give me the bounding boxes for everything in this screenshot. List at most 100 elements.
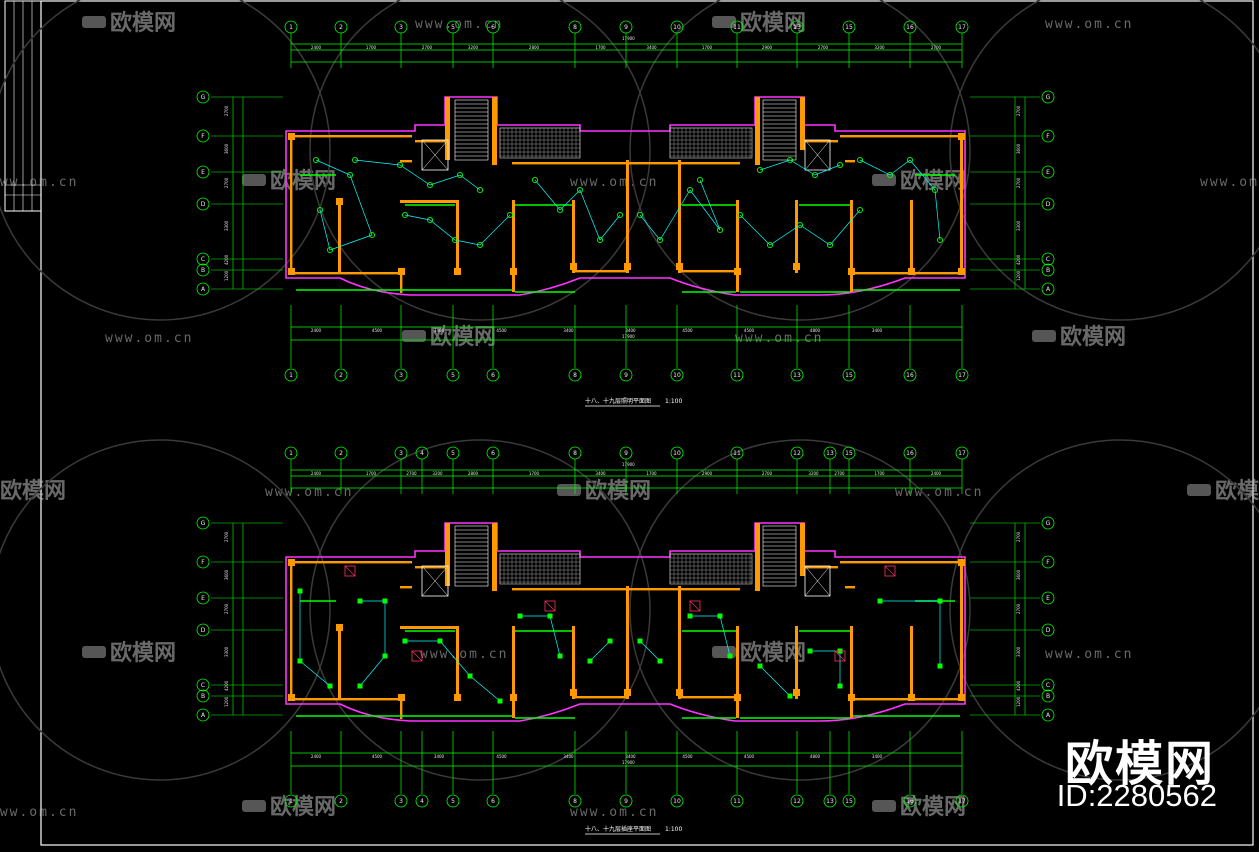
watermark-logo-icon <box>872 174 896 186</box>
structural-column <box>848 268 855 275</box>
axis-bubble-bottom <box>334 368 348 382</box>
axis-bubble-bottom <box>568 368 582 382</box>
watermark-url: www.om.cn <box>105 331 193 346</box>
wall-segment <box>400 698 403 719</box>
side-dimension-value: 3600 <box>1016 143 1021 154</box>
wall-segment <box>678 160 681 273</box>
lower-plan-title: 十八、十九层插座平面图 <box>585 825 651 833</box>
axis-bubble-top <box>568 446 582 460</box>
wall-segment <box>910 200 913 274</box>
axis-label-bottom: 8 <box>573 798 577 805</box>
structural-column <box>288 133 295 140</box>
watermark-logo-icon <box>872 800 896 812</box>
top-dimension-value: 3200 <box>468 45 479 50</box>
row-bubble-right <box>1041 165 1055 179</box>
socket-circuit <box>359 600 386 687</box>
top-dimension-value: 1700 <box>646 471 657 476</box>
axis-label-bottom: 15 <box>845 372 853 379</box>
wall-segment <box>795 626 798 699</box>
side-dimension-value: 2700 <box>1016 603 1021 614</box>
axis-label-bottom: 3 <box>399 372 403 379</box>
watermark-url: www.om.cn <box>0 805 78 820</box>
axis-bubble-bottom <box>842 368 856 382</box>
lighting-circuit <box>534 179 621 241</box>
wall-segment <box>755 523 760 591</box>
bottom-dimension-value: 4800 <box>810 328 821 333</box>
axis-bubble-bottom <box>486 794 500 808</box>
light-fixture-icon <box>686 186 694 194</box>
row-bubble-left <box>196 282 210 296</box>
socket-outlet-icon <box>382 653 388 659</box>
lighting-circuit <box>639 179 721 241</box>
axis-label-bottom: 8 <box>573 372 577 379</box>
axis-bubble-bottom <box>619 794 633 808</box>
stair-core <box>454 525 489 587</box>
row-bubble-left <box>196 90 210 104</box>
light-fixture-icon <box>616 211 624 219</box>
axis-bubble-top <box>670 20 684 34</box>
axis-bubble-bottom <box>730 368 744 382</box>
row-axis-label: E <box>1046 169 1050 176</box>
structural-column <box>958 694 965 701</box>
axis-label-bottom: 6 <box>491 372 495 379</box>
wall-segment <box>492 97 497 165</box>
side-dimension-value: 3300 <box>224 646 229 657</box>
watermark-brand: 欧模网 <box>1215 478 1259 504</box>
wall-segment <box>850 200 853 292</box>
distribution-box-cross <box>344 565 356 577</box>
socket-outlet-icon <box>547 613 553 619</box>
top-dimension-value: 2700 <box>422 45 433 50</box>
axis-bubble-bottom <box>670 794 684 808</box>
row-bubble-right <box>1041 689 1055 703</box>
axis-bubble-bottom <box>446 794 460 808</box>
wall-segment <box>755 97 760 165</box>
row-axis-label: D <box>1046 627 1051 634</box>
row-bubble-left <box>196 165 210 179</box>
light-fixture-icon <box>906 156 914 164</box>
axis-bubble-bottom <box>415 794 429 808</box>
side-dimension-value: 1200 <box>1016 696 1021 707</box>
axis-label-bottom: 9 <box>624 372 628 379</box>
light-fixture-icon <box>656 236 664 244</box>
side-dimension-value: 2700 <box>224 177 229 188</box>
bottom-dimension-value: 4500 <box>372 328 383 333</box>
structural-column <box>288 559 295 566</box>
row-axis-label: E <box>201 595 205 602</box>
top-dimension-value: 1700 <box>702 45 713 50</box>
distribution-box-cross <box>834 650 846 662</box>
wall-segment <box>736 626 739 718</box>
top-dimension-value: 2900 <box>702 471 713 476</box>
light-fixture-icon <box>936 236 944 244</box>
axis-label-top: 6 <box>491 450 495 457</box>
axis-label-top: 3 <box>399 450 403 457</box>
wall-segment <box>626 586 629 699</box>
axis-label-bottom: 16 <box>906 372 914 379</box>
socket-outlet-icon <box>557 653 563 659</box>
light-fixture-icon <box>696 176 704 184</box>
wall-segment <box>290 135 293 274</box>
elevator-shaft <box>421 139 449 171</box>
axis-label-bottom: 16 <box>906 798 914 805</box>
axis-bubble-top <box>394 446 408 460</box>
elevator-shaft <box>804 565 831 597</box>
row-bubble-left <box>196 129 210 143</box>
axis-label-top: 9 <box>624 24 628 31</box>
wall-segment <box>512 162 740 165</box>
side-dimension-value: 4200 <box>1016 254 1021 265</box>
row-bubble-left <box>196 252 210 266</box>
structural-column <box>734 268 741 275</box>
row-axis-label: A <box>201 712 206 719</box>
total-width-bottom: 17900 <box>622 760 635 765</box>
axis-label-bottom: 10 <box>673 798 681 805</box>
watermark-logo-icon <box>82 16 106 28</box>
wall-segment <box>512 626 515 718</box>
socket-outlet-icon <box>517 613 523 619</box>
axis-bubble-top <box>446 446 460 460</box>
wall-segment <box>338 626 341 698</box>
structural-column <box>510 694 517 701</box>
wall-segment <box>512 200 515 292</box>
wall-segment <box>626 160 629 273</box>
distribution-box-cross <box>544 600 556 612</box>
socket-outlet-icon <box>382 598 388 604</box>
